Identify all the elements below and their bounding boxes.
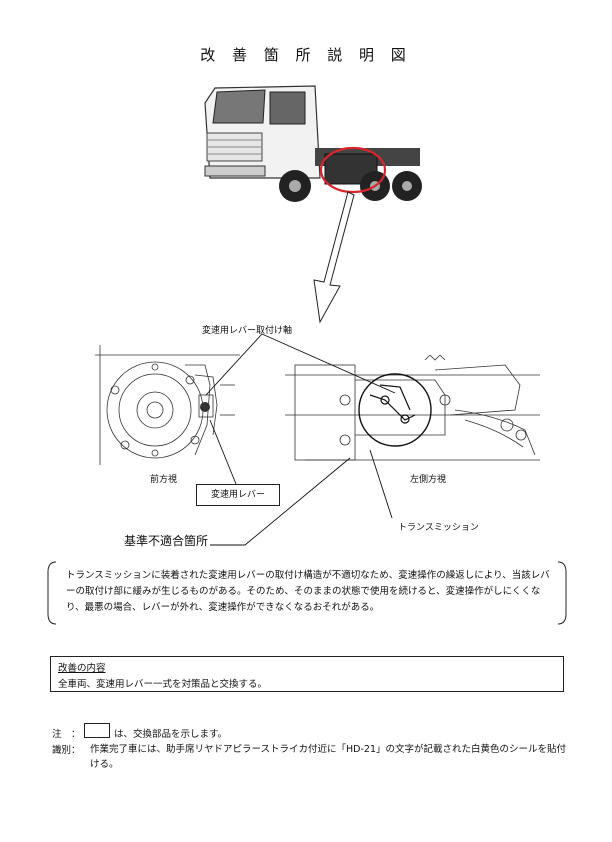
front-view-diagram (95, 345, 240, 465)
description-brackets (47, 561, 567, 625)
defect-description: トランスミッションに装着された変速用レバーの取付け構造が不適切なため、変速操作の… (66, 570, 550, 613)
improvement-box (50, 656, 564, 692)
identification-text: 作業完了車には、助手席リヤドアピラーストライカ付近に「HD-21」の文字が記載さ… (90, 744, 567, 770)
lever-axis-label: 変速用レバー取付け軸 (202, 326, 293, 336)
note-label: 注 ： (52, 729, 81, 740)
transmission-label: トランスミッション (398, 523, 479, 533)
improvement-heading: 改善の内容 (58, 663, 106, 674)
note-text: は、交換部品を示します。 (114, 729, 228, 740)
lever-label-box: 変速用レバー (196, 484, 280, 506)
identification-label: 識別： (52, 745, 81, 756)
page-title: 改 善 箇 所 説 明 図 (200, 46, 412, 64)
truck-illustration (204, 85, 422, 202)
left-side-view-label: 左側方視 (410, 475, 447, 485)
nonconformity-label: 基準不適合箇所 (124, 534, 209, 548)
improvement-body: 全車両、変速用レバー一式を対策品と交換する。 (58, 679, 268, 690)
front-view-label: 前方視 (150, 475, 178, 485)
callout-arrow (313, 191, 355, 324)
left-side-view-diagram (285, 355, 540, 461)
replacement-part-legend-box (84, 723, 110, 738)
